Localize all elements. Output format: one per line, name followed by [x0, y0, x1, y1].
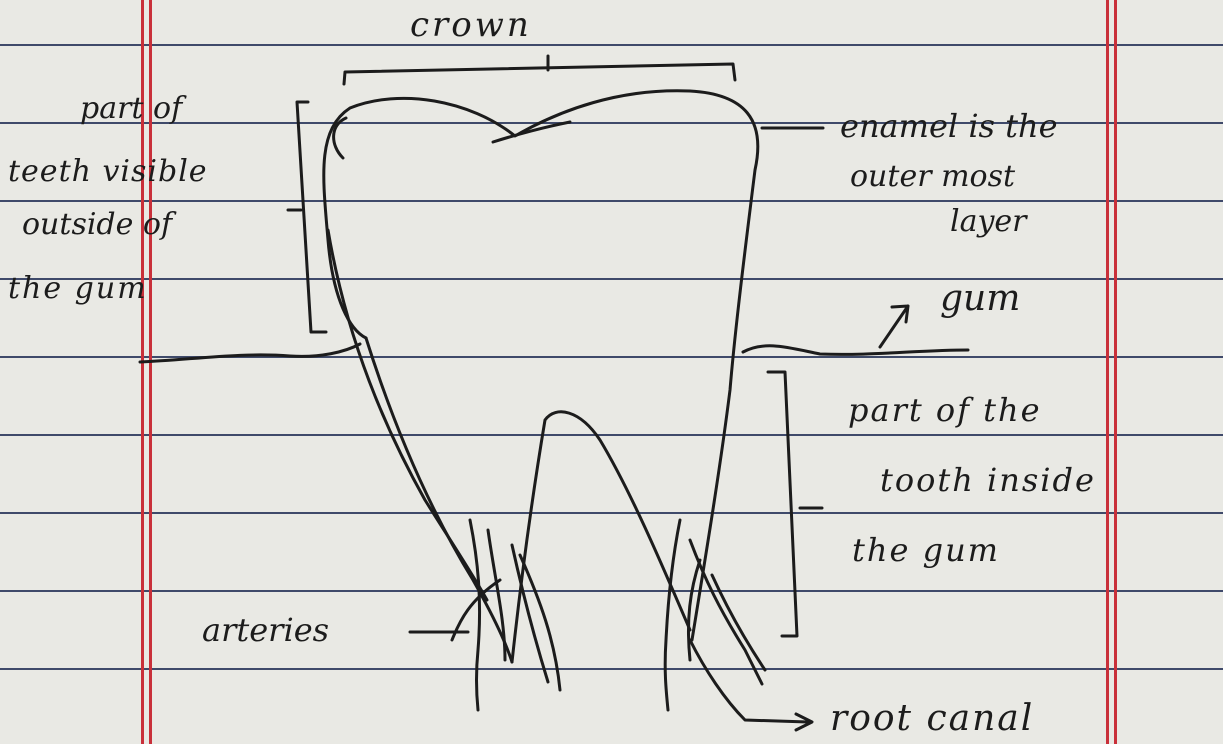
visible-part-label-line-2: teeth visible: [8, 155, 208, 190]
inside-part-label-line-2: tooth inside: [880, 462, 1096, 499]
artery-strand-5: [520, 555, 560, 690]
artery-strand-9: [712, 575, 765, 670]
enamel-label-line-1: enamel is the: [840, 108, 1058, 145]
inside-part-label-line-3: the gum: [852, 532, 1000, 569]
pulp-cavity: [512, 412, 690, 662]
visible-part-label-line-4: the gum: [8, 272, 148, 307]
gum-line-left: [140, 344, 360, 362]
enamel-label-line-3: layer: [950, 205, 1027, 240]
gum-arrow: [880, 306, 908, 347]
tooth-outline: [324, 91, 758, 640]
enamel-notch: [493, 122, 570, 142]
artery-strand-6: [665, 520, 680, 710]
visible-part-label-line-1: part of: [80, 92, 182, 127]
visible-part-label-line-3: outside of: [22, 208, 172, 243]
artery-strand-1: [470, 520, 480, 710]
root-canal-label: root canal: [830, 698, 1034, 739]
visible-part-bracket: [297, 102, 326, 332]
crown-bracket: [344, 64, 735, 84]
arteries-label: arteries: [202, 612, 329, 649]
inside-part-bracket: [768, 372, 797, 636]
enamel-label-line-2: outer most: [850, 160, 1015, 195]
tooth-left-root: [366, 338, 512, 662]
root-canal-line: [690, 640, 808, 722]
inside-part-label-line-1: part of the: [848, 392, 1042, 429]
gum-label: gum: [940, 278, 1020, 319]
tooth-left-root-outer: [328, 230, 487, 600]
crown-label: crown: [410, 6, 532, 45]
gum-line-right: [743, 346, 968, 355]
